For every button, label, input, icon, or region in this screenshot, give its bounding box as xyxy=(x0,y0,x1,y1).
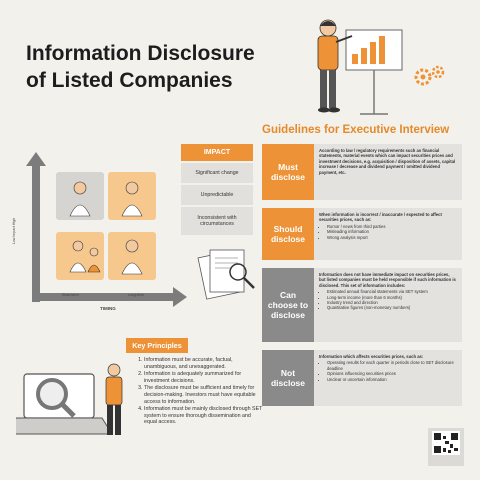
guideline-label: Not disclose xyxy=(262,350,314,406)
guideline-label: Should disclose xyxy=(262,208,314,260)
guideline-desc: Information does not have immediate impa… xyxy=(319,272,456,288)
guideline-not-disclose: Not disclose Information which affects s… xyxy=(262,350,462,406)
x-axis-long: Long-term xyxy=(128,293,144,297)
key-principle-item: Information must be accurate, factual, u… xyxy=(144,357,264,370)
guideline-bullet: Industry trend and direction xyxy=(327,300,457,305)
guideline-can-choose: Can choose to disclose Information does … xyxy=(262,268,462,342)
guideline-body: According to law / regulatory requiremen… xyxy=(314,144,462,200)
guideline-bullet: Estimated annual financial statements vi… xyxy=(327,289,457,294)
key-principle-item: The disclosure must be sufficient and ti… xyxy=(144,385,264,405)
guideline-label: Can choose to disclose xyxy=(262,268,314,342)
presenter-illustration xyxy=(317,19,403,115)
qr-code-icon[interactable] xyxy=(428,428,464,458)
title-line-1: Information Disclosure xyxy=(26,42,255,65)
matrix-axes xyxy=(26,152,187,307)
guideline-bullet: Quantitative figures (non-monetary numbe… xyxy=(327,305,457,310)
impact-item: Significant change xyxy=(181,163,253,183)
guideline-body: When information is incorrect / inaccura… xyxy=(314,208,462,260)
guideline-desc: According to law / regulatory requiremen… xyxy=(319,148,456,175)
qr-code-panel xyxy=(428,428,464,466)
y-axis-label: Low Impact High xyxy=(12,217,16,244)
key-principles-list: Information must be accurate, factual, u… xyxy=(134,357,264,427)
impact-heading: IMPACT xyxy=(181,144,253,161)
documents-magnifier-illustration xyxy=(197,249,255,300)
guidelines-heading: Guidelines for Executive Interview xyxy=(262,124,450,136)
guideline-should-disclose: Should disclose When information is inco… xyxy=(262,208,462,260)
x-axis-title: TIMING xyxy=(100,306,116,311)
guideline-body: Information which affects securities pri… xyxy=(314,350,462,406)
guideline-body: Information does not have immediate impa… xyxy=(314,268,462,342)
impact-item: Unpredictable xyxy=(181,185,253,205)
guideline-bullet: Opinions influencing securities prices xyxy=(327,371,457,376)
gear-icon xyxy=(414,65,445,86)
key-principle-item: Information must be mainly disclosed thr… xyxy=(144,406,264,426)
guideline-bullet: Long-term income (more than 6 months) xyxy=(327,295,457,300)
guideline-bullet: Rumor / news from third parties xyxy=(327,224,457,229)
guideline-desc: When information is incorrect / inaccura… xyxy=(319,212,442,223)
key-principles-heading: Key Principles xyxy=(126,338,188,353)
guideline-desc: Information which affects securities pri… xyxy=(319,354,424,359)
guideline-bullets: Rumor / news from third parties Misleadi… xyxy=(319,224,457,240)
laptop-magnifier-illustration xyxy=(16,363,123,435)
guideline-bullet: Misleading information xyxy=(327,229,457,234)
x-axis-short: Short-term xyxy=(62,293,79,297)
guideline-bullet: Operating results for each quarter in pe… xyxy=(327,360,457,371)
guideline-must-disclose: Must disclose According to law / regulat… xyxy=(262,144,462,200)
guideline-bullets: Operating results for each quarter in pe… xyxy=(319,360,457,382)
guideline-bullet: Unclear or uncertain information xyxy=(327,377,457,382)
quadrant-people-illustration xyxy=(69,181,143,275)
guideline-bullet: Wrong analysis report xyxy=(327,235,457,240)
key-principle-item: Information is adequately summarized for… xyxy=(144,371,264,384)
title-line-2: of Listed Companies xyxy=(26,69,233,92)
guideline-label: Must disclose xyxy=(262,144,314,200)
guideline-bullets: Estimated annual financial statements vi… xyxy=(319,289,457,311)
page-title: Information Disclosure of Listed Compani… xyxy=(26,40,255,94)
impact-item: Inconsistent with circumstances xyxy=(181,207,253,235)
